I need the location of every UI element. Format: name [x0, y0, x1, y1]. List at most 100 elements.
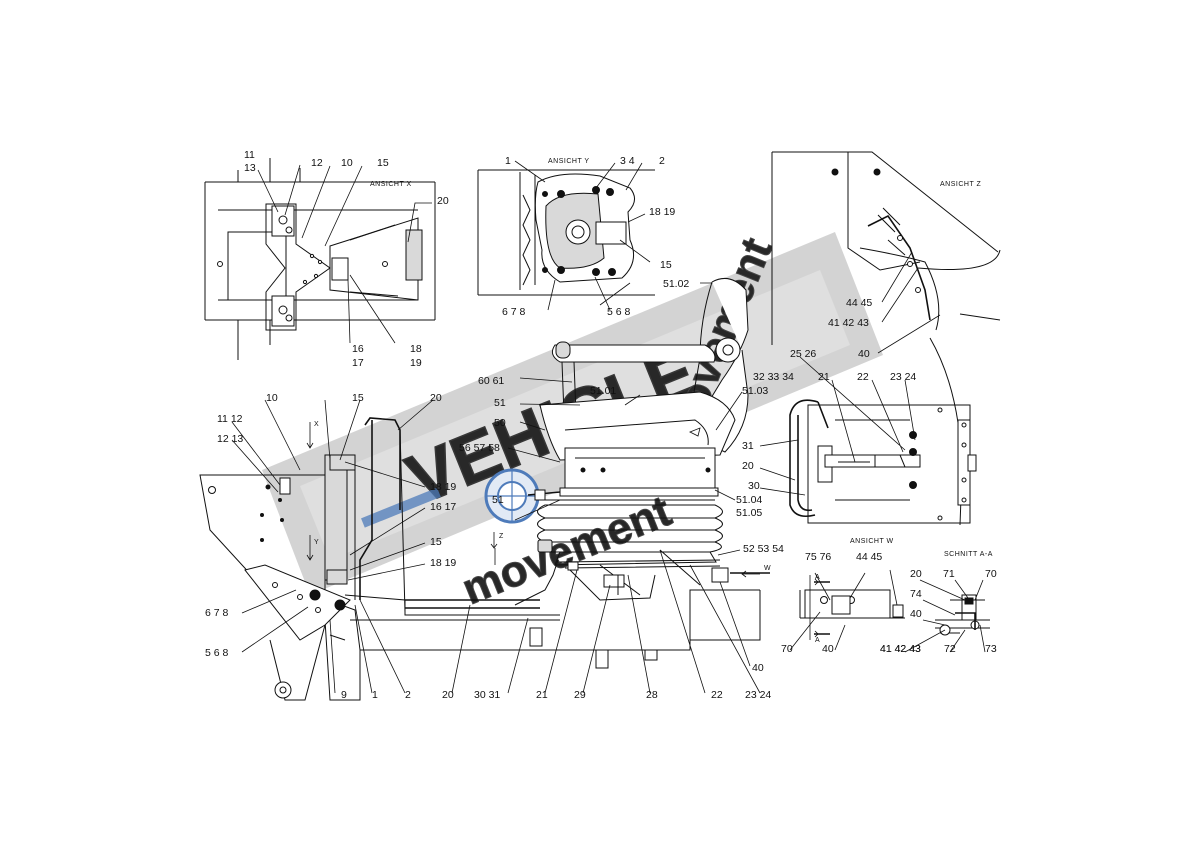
callout-label: 71	[943, 568, 955, 580]
callout-label: 1	[372, 689, 378, 701]
callout-label: 20	[442, 689, 454, 701]
callout-label: 31	[742, 440, 754, 452]
marker-x: X	[314, 421, 319, 428]
callout-label: 40	[752, 662, 764, 674]
callout-label: 15	[352, 392, 364, 404]
callout-label: 25 26	[790, 348, 816, 360]
callout-label: 9	[341, 689, 347, 701]
view-x-title: ANSICHT X	[370, 181, 412, 188]
callout-label: 51	[494, 397, 506, 409]
callout-label: 18	[410, 343, 422, 355]
callout-label: 56 57 58	[459, 442, 500, 454]
callout-label: 19	[410, 357, 422, 369]
callout-label: 20	[430, 392, 442, 404]
callout-label: 40	[822, 643, 834, 655]
view-y-drawing	[477, 160, 715, 311]
callout-label: 16	[352, 343, 364, 355]
callout-label: 2	[659, 155, 665, 167]
watermark-stripe	[361, 487, 441, 528]
callout-label: 6 7 8	[502, 306, 526, 318]
arrow-x	[306, 422, 314, 449]
callout-label: 20	[437, 195, 449, 207]
callout-label: 41 42 43	[828, 317, 869, 329]
callout-label: 44 45	[856, 551, 882, 563]
view-z-title: ANSICHT Z	[940, 181, 982, 188]
callout-label: 41 42 43	[880, 643, 921, 655]
callout-label: 41 42 43	[880, 643, 921, 655]
callout-label: 20	[742, 460, 754, 472]
callout-label: 18 19	[430, 557, 456, 569]
marker-a1: A	[815, 574, 820, 581]
callout-label: 5 6 8	[607, 306, 631, 318]
callout-label: 29	[574, 689, 586, 701]
callout-label: 70	[985, 568, 997, 580]
callout-label: 74	[910, 588, 922, 600]
callout-label: 51	[492, 494, 504, 506]
callout-label: 51.02	[663, 278, 689, 290]
callout-label: 10	[341, 157, 353, 169]
view-x-drawing	[204, 158, 436, 360]
callout-label: 12	[311, 157, 323, 169]
callout-label: 30	[748, 480, 760, 492]
callout-label: 75 76	[805, 551, 831, 563]
callout-label: 52 53 54	[743, 543, 784, 555]
lever-detail-drawing	[759, 356, 977, 524]
callout-label: 20	[910, 568, 922, 580]
callout-label: 51.03	[742, 385, 768, 397]
marker-z: Z	[499, 533, 504, 540]
callout-label: 6 7 8	[205, 607, 229, 619]
callout-label: 15	[660, 259, 672, 271]
callout-label: 10	[266, 392, 278, 404]
seat-drawing	[507, 277, 749, 566]
callout-label: 32 33 34	[753, 371, 794, 383]
callout-label: 12 13	[217, 433, 243, 445]
callout-label: 15	[377, 157, 389, 169]
callout-label: 1	[505, 155, 511, 167]
callout-label: 73	[985, 643, 997, 655]
callout-label: 17	[352, 357, 364, 369]
callout-label: 51.01	[590, 385, 616, 397]
callout-label: 16 17	[430, 501, 456, 513]
arrow-w	[741, 570, 760, 578]
marker-a2: A	[815, 637, 820, 644]
callout-label: 11	[244, 149, 255, 161]
section-aa-title: SCHNITT A-A	[944, 551, 993, 558]
watermark-globe-icon	[484, 468, 540, 524]
callout-label: 30 31	[474, 689, 500, 701]
callout-label: 2	[405, 689, 411, 701]
callout-label: 11 12	[217, 413, 243, 425]
callout-label: 60 61	[478, 375, 504, 387]
callout-label: 72	[944, 643, 956, 655]
marker-w: W	[764, 565, 771, 572]
callout-label: 40	[858, 348, 870, 360]
callout-label: 21	[818, 371, 830, 383]
callouts: 11 13 12 10 15 20 16 17 18 19 1 3 4 2 18…	[205, 149, 997, 701]
arrow-z	[490, 532, 498, 549]
side-view-drawing	[199, 399, 770, 701]
callout-label: 22	[711, 689, 723, 701]
callout-label: 51.04	[736, 494, 762, 506]
callout-label: 15	[430, 536, 442, 548]
callout-label: 40	[910, 608, 922, 620]
callout-label: 51.05	[736, 507, 762, 519]
callout-label: 23 24	[745, 689, 771, 701]
callout-label: 13	[244, 162, 256, 174]
view-z-drawing	[771, 151, 1001, 526]
marker-y: Y	[314, 539, 319, 546]
callout-label: 23 24	[890, 371, 916, 383]
view-w-drawing	[789, 569, 905, 651]
callout-label: 70	[781, 643, 793, 655]
section-aa-drawing	[904, 579, 990, 653]
callout-label: 22	[857, 371, 869, 383]
callout-label: 18 19	[430, 481, 456, 493]
callout-label: 28	[646, 689, 658, 701]
arrow-y	[306, 535, 314, 561]
view-y-title: ANSICHT Y	[548, 158, 590, 165]
callout-label: 18 19	[649, 206, 675, 218]
callout-label: 3 4	[620, 155, 635, 167]
callout-label: 50	[494, 417, 506, 429]
callout-label: 21	[536, 689, 548, 701]
callout-label: 44 45	[846, 297, 872, 309]
view-w-title: ANSICHT W	[850, 538, 894, 545]
